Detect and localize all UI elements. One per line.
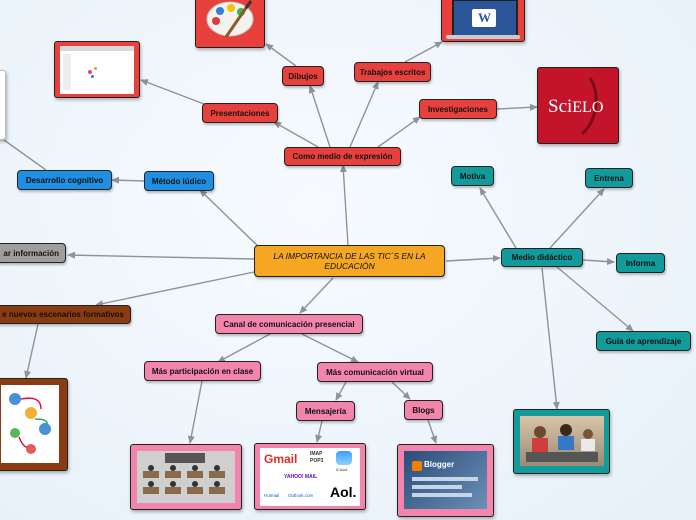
link-participacion-img — [187, 380, 203, 444]
blogger-logo: Blogger — [424, 460, 455, 469]
link-como-dibujos — [308, 85, 331, 148]
scielo-logo-image: SciELO — [537, 67, 619, 144]
node-canal-comunicacion[interactable]: Canal de comunicación presencial — [215, 314, 363, 334]
link-didactico-img — [541, 267, 560, 410]
link-center-como — [339, 164, 349, 246]
students-photo — [520, 416, 604, 466]
hotmail-logo: Hotmail — [264, 493, 280, 498]
link-presentaciones-img — [140, 79, 205, 105]
link-como-presentaciones — [273, 121, 319, 148]
link-desarrollo-offscreen — [3, 139, 47, 171]
node-blogs[interactable]: Blogs — [404, 400, 443, 420]
link-center-informacion — [67, 251, 255, 260]
node-mas-participacion[interactable]: Más participación en clase — [144, 361, 261, 381]
word-icon: W — [478, 10, 491, 25]
node-metodo-ludico[interactable]: Método lúdico — [144, 171, 214, 191]
link-center-didactico — [445, 254, 501, 262]
classroom-image — [130, 444, 242, 510]
outlook-logo: Outlook.com — [288, 493, 314, 498]
link-canal-participacion — [217, 333, 271, 363]
gmail-logo: Gmail — [264, 452, 298, 466]
link-didactico-entrena — [549, 188, 605, 249]
scielo-logo — [580, 77, 598, 136]
laptop-screen: W — [452, 0, 518, 37]
link-center-canal — [299, 277, 334, 314]
node-mas-comunicacion[interactable]: Más comunicación virtual — [317, 362, 433, 382]
scielo-text: SciELO — [548, 96, 603, 118]
link-como-investigaciones — [377, 116, 421, 148]
node-dibujos[interactable]: Dibujos — [282, 66, 324, 86]
node-informa[interactable]: Informa — [616, 253, 665, 273]
node-trabajos[interactable]: Trabajos escritos — [354, 62, 431, 82]
node-investigaciones[interactable]: Investigaciones — [419, 99, 497, 119]
link-canal-comunicacion — [301, 333, 359, 363]
link-escenarios-img — [24, 323, 39, 379]
link-didactico-informa — [582, 258, 615, 266]
imap-label: IMAP — [310, 451, 323, 457]
link-dibujos-img — [265, 43, 297, 67]
node-guia-aprendizaje[interactable]: Guía de aprendizaje — [596, 331, 691, 351]
central-topic-line1: LA IMPORTANCIA DE LAS TIC´S EN LA — [273, 251, 426, 261]
link-trabajos-img — [404, 41, 443, 63]
palette-image — [195, 0, 265, 48]
blogger-screenshot: Blogger — [404, 451, 487, 509]
education-workflow-image — [0, 378, 68, 471]
node-motiva[interactable]: Motiva — [451, 166, 494, 186]
link-didactico-motiva — [479, 187, 517, 249]
icloud-label: iCloud — [336, 467, 348, 472]
presentation-image — [54, 41, 140, 98]
pop3-label: POP3 — [310, 458, 324, 464]
node-mensajeria[interactable]: Mensajería — [296, 401, 355, 421]
presentation-slide — [60, 46, 134, 94]
icloud-icon — [336, 451, 352, 465]
node-desarrollo-cognitivo[interactable]: Desarrollo cognitivo — [17, 170, 112, 190]
workflow-icons — [9, 393, 51, 454]
word-document-image: W — [441, 0, 525, 42]
link-center-metodo — [199, 189, 263, 251]
yahoo-logo: YAHOO! MAIL — [284, 474, 318, 480]
students-figures — [526, 424, 598, 462]
central-topic-line2: EDUCACIÓN — [324, 261, 375, 271]
link-center-escenarios — [95, 271, 255, 307]
node-informacion[interactable]: ar información — [0, 243, 66, 263]
central-topic[interactable]: LA IMPORTANCIA DE LAS TIC´S EN LA EDUCAC… — [254, 245, 445, 277]
email-services-image: Gmail IMAP POP3 iCloud YAHOO! MAIL Hotma… — [254, 443, 366, 510]
node-presentaciones[interactable]: Presentaciones — [202, 103, 278, 123]
link-metodo-desarrollo — [111, 176, 145, 184]
link-blogs-img — [427, 419, 438, 444]
node-medio-didactico[interactable]: Medio didáctico — [501, 248, 583, 267]
node-como-medio[interactable]: Como medio de expresión — [284, 147, 401, 166]
link-investigaciones-img — [496, 103, 538, 111]
node-entrena[interactable]: Entrena — [585, 168, 633, 188]
link-comunicacion-mensajeria — [335, 381, 347, 401]
scielo-sci: Sci — [548, 96, 573, 117]
blogger-image: Blogger — [397, 444, 494, 517]
link-como-trabajos — [349, 81, 379, 148]
cognitive-image — [0, 70, 6, 140]
link-didactico-guia — [556, 266, 634, 332]
students-icons — [143, 465, 225, 494]
workflow-panel — [1, 385, 59, 463]
students-laptops-image — [513, 409, 610, 474]
aol-logo: Aol. — [330, 484, 357, 500]
classroom-scene — [137, 451, 235, 503]
scielo-elo: ELO — [572, 99, 604, 116]
node-nuevos-escenarios[interactable]: e nuevos escenarios formativos — [0, 305, 131, 324]
link-mensajeria-img — [315, 420, 323, 443]
palette-icon — [206, 0, 254, 38]
email-logos-panel: Gmail IMAP POP3 iCloud YAHOO! MAIL Hotma… — [260, 448, 360, 506]
link-comunicacion-blogs — [391, 381, 411, 400]
